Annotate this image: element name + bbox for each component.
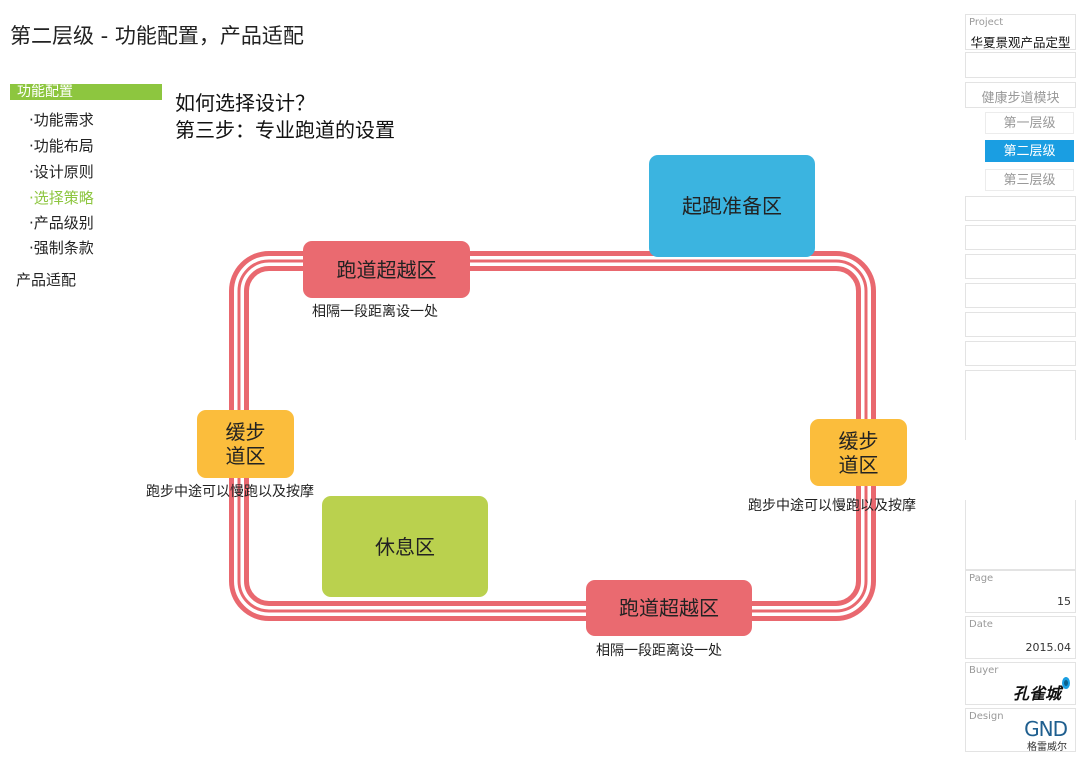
slow-walk-left-note: 跑步中途可以慢跑以及按摩 xyxy=(146,484,314,500)
buyer-label: Buyer xyxy=(969,665,999,676)
overtake-top-note: 相隔一段距离设一处 xyxy=(312,304,438,320)
date-label: Date xyxy=(969,619,993,630)
nav-item-function-config[interactable]: 功能配置 xyxy=(10,84,162,100)
overtake-zone-top: 跑道超越区 xyxy=(303,241,470,298)
module-box: 健康步道模块 xyxy=(965,82,1076,108)
nav-item-selection-strategy[interactable]: ·选择策略 xyxy=(29,189,94,207)
slow-walk-zone-left: 缓步道区 xyxy=(197,410,294,478)
peacock-feather-icon xyxy=(1062,677,1070,689)
date-value: 2015.04 xyxy=(1025,641,1072,654)
module-name: 健康步道模块 xyxy=(981,91,1060,106)
question-step: 第三步：专业跑道的设置 xyxy=(175,118,395,142)
level-2-tab[interactable]: 第二层级 xyxy=(985,140,1074,162)
nav-item-product-adaptation[interactable]: 产品适配 xyxy=(16,271,77,289)
overtake-bottom-note: 相隔一段距离设一处 xyxy=(596,643,722,659)
design-label: Design xyxy=(969,711,1004,722)
page-label: Page xyxy=(969,573,994,584)
blank-box xyxy=(965,500,1076,570)
blank-box xyxy=(965,341,1076,366)
blank-box xyxy=(965,312,1076,337)
blank-box xyxy=(965,370,1076,440)
blank-box xyxy=(965,196,1076,221)
slow-walk-right-note: 跑步中途可以慢跑以及按摩 xyxy=(748,498,916,514)
start-prep-zone: 起跑准备区 xyxy=(649,155,815,257)
blank-box xyxy=(965,52,1076,78)
project-box: Project 华夏景观产品定型 xyxy=(965,14,1076,50)
page-title: 第二层级 - 功能配置，产品适配 xyxy=(10,24,304,48)
buyer-box: Buyer 孔雀城 xyxy=(965,662,1076,705)
page-box: Page 15 xyxy=(965,570,1076,613)
blank-box xyxy=(965,254,1076,279)
nav-item-function-demand[interactable]: ·功能需求 xyxy=(29,111,94,129)
level-1-tab[interactable]: 第一层级 xyxy=(985,112,1074,134)
rest-zone: 休息区 xyxy=(322,496,488,597)
design-box: Design GND 格雷威尔 xyxy=(965,708,1076,753)
nav-item-function-layout[interactable]: ·功能布局 xyxy=(29,137,94,155)
blank-box xyxy=(965,283,1076,308)
nav-item-design-principle[interactable]: ·设计原则 xyxy=(29,163,94,181)
design-sub: 格雷威尔 xyxy=(1027,742,1067,753)
blank-box xyxy=(965,225,1076,250)
page-number: 15 xyxy=(1057,595,1071,608)
overtake-zone-bottom: 跑道超越区 xyxy=(586,580,752,636)
nav-item-product-level[interactable]: ·产品级别 xyxy=(29,214,94,232)
design-logo: GND xyxy=(1024,717,1068,741)
slow-walk-zone-right: 缓步道区 xyxy=(810,419,907,486)
project-label: Project xyxy=(969,17,1004,28)
question-heading: 如何选择设计？ xyxy=(175,91,315,115)
level-3-tab[interactable]: 第三层级 xyxy=(985,169,1074,191)
project-value: 华夏景观产品定型 xyxy=(970,35,1071,50)
nav-item-mandatory-clauses[interactable]: ·强制条款 xyxy=(29,239,94,257)
date-box: Date 2015.04 xyxy=(965,616,1076,659)
buyer-logo: 孔雀城 xyxy=(1012,684,1061,703)
